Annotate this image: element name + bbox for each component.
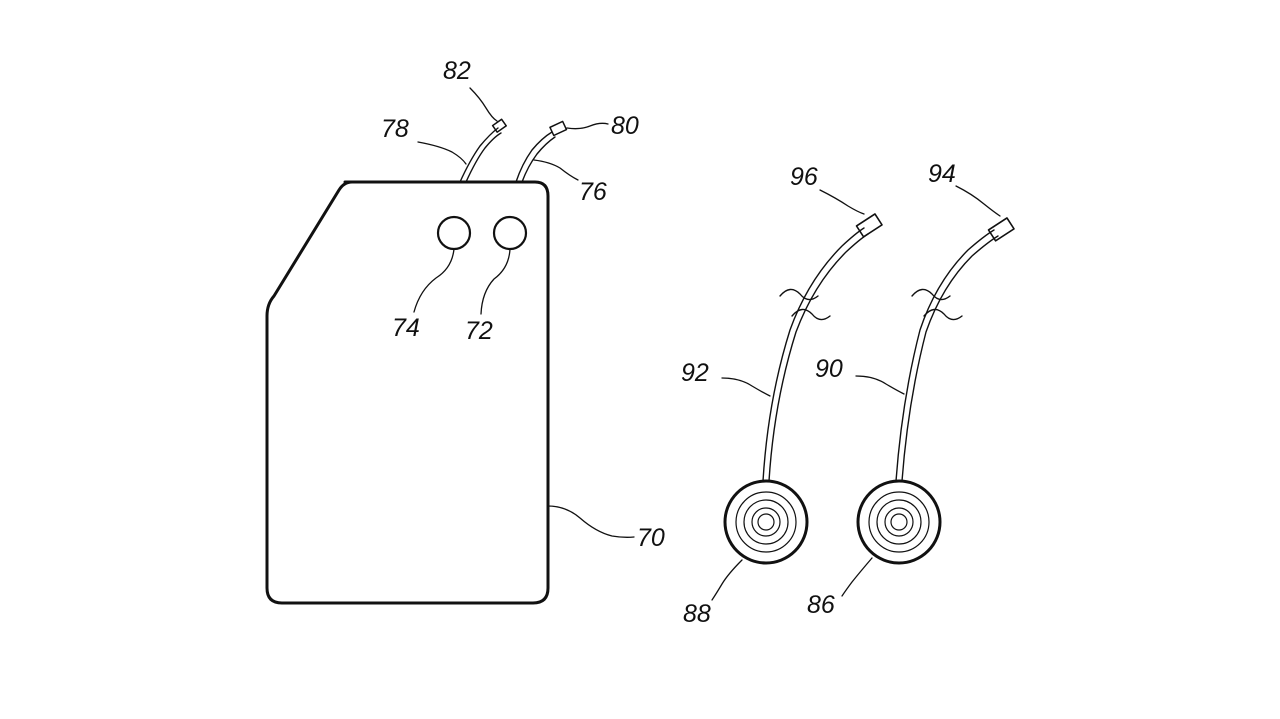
ref-label-78: 78 (381, 115, 409, 143)
electrode-ring-left-3 (751, 507, 781, 537)
ref-label-96: 96 (790, 163, 818, 191)
ref-label-88: 88 (683, 600, 711, 628)
electrode-ring-left-4 (757, 513, 775, 531)
lead-wire-right-inner (521, 136, 556, 183)
electrode-wire-right-inner (901, 235, 999, 482)
leader-line-72 (480, 248, 511, 315)
electrode-ring-left-2 (743, 499, 789, 545)
electrode-pad-left (723, 479, 809, 565)
device-unit (265, 87, 635, 605)
electrode-connector-left (855, 213, 883, 238)
leader-line-86 (841, 557, 873, 597)
ref-label-76: 76 (579, 178, 607, 206)
leader-line-74 (413, 248, 455, 313)
ref-label-92: 92 (681, 359, 709, 387)
leader-line-88 (711, 559, 743, 601)
device-housing (265, 180, 550, 605)
electrode-ring-right-4 (890, 513, 908, 531)
ref-label-82: 82 (443, 57, 471, 85)
ref-label-94: 94 (928, 160, 956, 188)
ref-label-70: 70 (637, 524, 665, 552)
lead-wire-left-inner (465, 132, 502, 183)
leader-line-90 (855, 375, 905, 395)
electrode-ring-right-3 (884, 507, 914, 537)
leader-line-96 (819, 189, 865, 215)
ref-label-80: 80 (611, 112, 639, 140)
electrode-wire-left (762, 227, 865, 482)
lead-connector-right (549, 120, 568, 137)
leader-line-76 (533, 159, 579, 181)
ref-label-90: 90 (815, 355, 843, 383)
electrode-wire-left-inner (768, 233, 869, 482)
leader-line-94 (955, 185, 1001, 217)
leader-line-80 (566, 122, 609, 130)
electrode-left (711, 189, 883, 601)
leader-line-92 (721, 377, 771, 397)
electrode-right (841, 185, 1015, 597)
wire-break-right-1 (911, 288, 951, 301)
electrode-wire-right (895, 229, 995, 482)
wire-break-left-1 (779, 288, 819, 301)
electrode-ring-right-2 (876, 499, 922, 545)
leader-line-82 (469, 87, 498, 122)
electrode-pad-right (856, 479, 942, 565)
wire-break-right-2 (923, 308, 963, 321)
lead-wire-left (459, 127, 499, 183)
electrode-ring-right-1 (868, 491, 930, 553)
lead-connector-left (491, 118, 507, 133)
ref-label-74: 74 (392, 314, 420, 342)
electrode-ring-left-1 (735, 491, 797, 553)
control-button-right (492, 215, 528, 251)
control-button-left (436, 215, 472, 251)
ref-label-86: 86 (807, 591, 835, 619)
lead-wire-right (515, 131, 553, 183)
leader-line-78 (417, 141, 467, 165)
ref-label-72: 72 (465, 317, 493, 345)
leader-line-70 (547, 505, 635, 538)
wire-break-left-2 (791, 308, 831, 321)
electrode-connector-right (987, 217, 1015, 242)
